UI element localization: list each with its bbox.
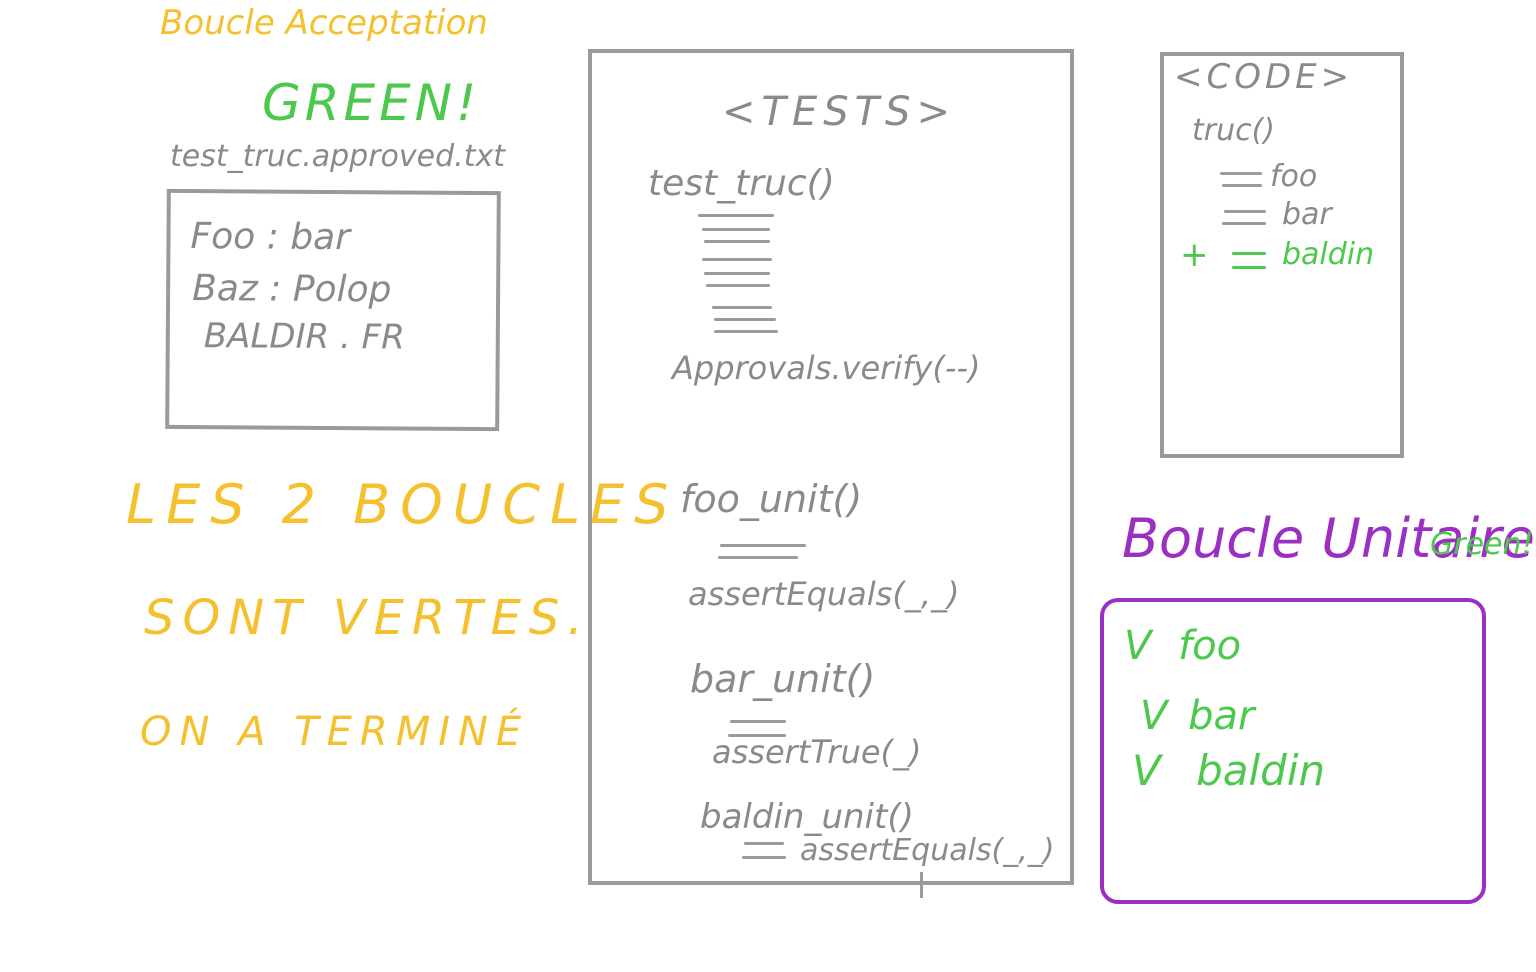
acceptance-status: GREEN! bbox=[262, 74, 481, 132]
assert-overflow-stroke bbox=[920, 872, 923, 898]
approvals-verify: Approvals.verify(--) bbox=[672, 349, 981, 387]
conclusion-line: LES 2 BOUCLES bbox=[126, 473, 679, 536]
code-title: <CODE> bbox=[1174, 57, 1354, 97]
unit-result-name: baldin bbox=[1196, 746, 1326, 795]
conclusion-line: ON A TERMINÉ bbox=[140, 709, 530, 755]
tests-box bbox=[588, 49, 1074, 885]
check-icon: V bbox=[1132, 746, 1161, 795]
baldin-unit-test: baldin_unit() bbox=[700, 797, 914, 837]
unit-result-item: V foo bbox=[1124, 626, 1241, 666]
tests-title: <TESTS> bbox=[722, 89, 956, 135]
acceptance-test-name: test_truc() bbox=[648, 163, 835, 204]
unit-result-item: V baldin bbox=[1132, 750, 1325, 792]
foo-unit-test: foo_unit() bbox=[680, 477, 863, 521]
code-line-bar: bar bbox=[1282, 197, 1332, 232]
bar-unit-assert: assertTrue(_) bbox=[712, 733, 922, 771]
unit-result-name: foo bbox=[1178, 623, 1242, 669]
approved-line: Baz : Polop bbox=[192, 268, 392, 311]
foo-unit-assert: assertEquals(_,_) bbox=[688, 575, 960, 613]
conclusion-line: SONT VERTES. bbox=[144, 590, 591, 646]
unit-loop-status: Green! bbox=[1430, 527, 1534, 562]
approved-line: Foo : bar bbox=[190, 216, 351, 259]
acceptance-loop-title: Boucle Acceptation bbox=[160, 3, 488, 43]
code-added-line: baldin bbox=[1282, 237, 1375, 272]
unit-result-item: V bar bbox=[1140, 696, 1254, 736]
approved-file-box: Foo : bar Baz : Polop BALDIR . FR bbox=[165, 188, 501, 432]
unit-loop-title: Boucle Unitaire bbox=[1122, 507, 1535, 570]
unit-result-name: bar bbox=[1188, 693, 1255, 739]
check-icon: V bbox=[1124, 623, 1152, 669]
code-added-marker: + bbox=[1180, 235, 1209, 275]
baldin-unit-assert: assertEquals(_,_) bbox=[800, 833, 1055, 868]
unit-results-box: V foo V bar V baldin bbox=[1100, 598, 1486, 904]
approved-line: BALDIR . FR bbox=[203, 316, 405, 358]
approved-file-name: test_truc.approved.txt bbox=[170, 139, 505, 174]
check-icon: V bbox=[1140, 693, 1168, 739]
code-line-foo: foo bbox=[1270, 159, 1318, 194]
code-function-name: truc() bbox=[1192, 113, 1276, 148]
bar-unit-test: bar_unit() bbox=[690, 657, 876, 701]
code-box bbox=[1160, 52, 1404, 458]
